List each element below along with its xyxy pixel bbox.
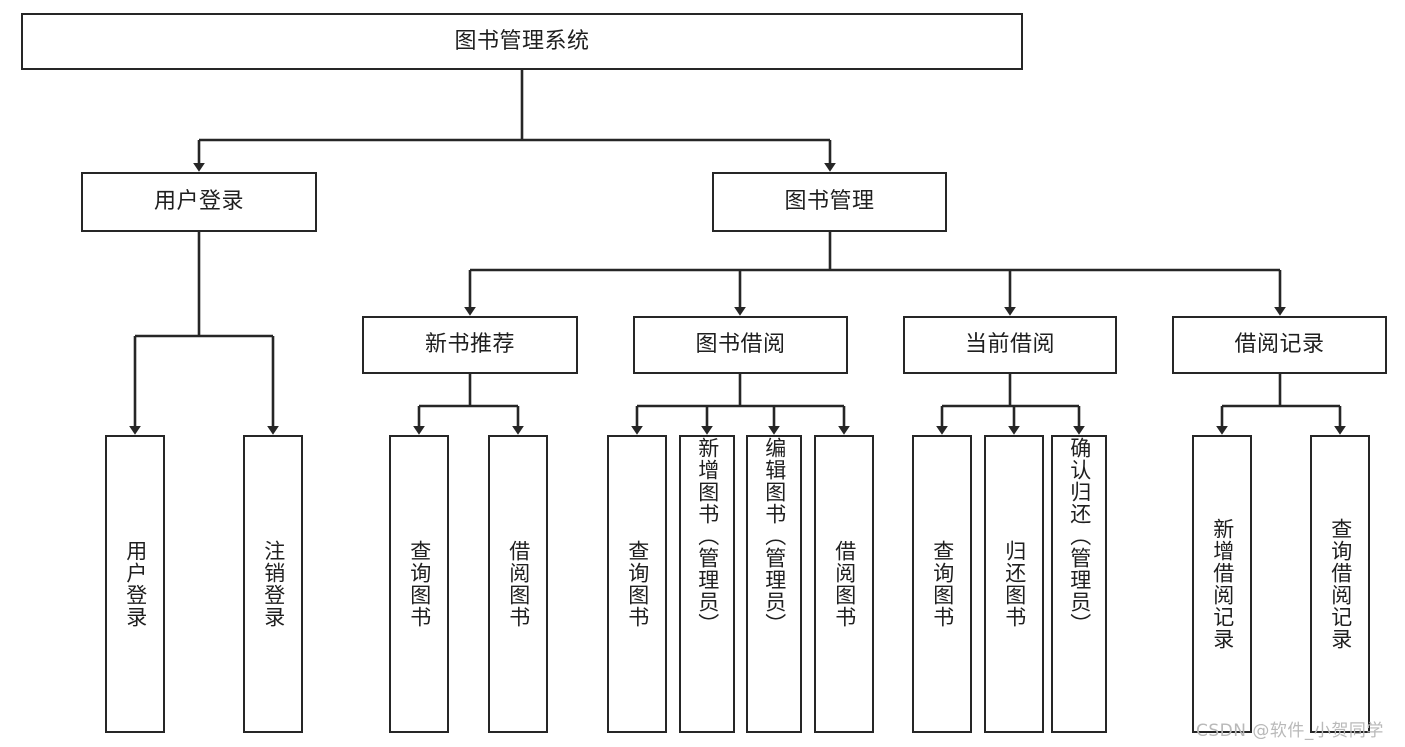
node-leaf-borrow-book-1[interactable]: 借阅图书 bbox=[488, 435, 548, 733]
node-leaf-add-book-label: 新增图书（管理员） bbox=[695, 437, 720, 635]
node-leaf-query-book-1-label: 查询图书 bbox=[407, 540, 432, 628]
node-book-manage-label: 图书管理 bbox=[784, 189, 875, 215]
node-leaf-query-book-3[interactable]: 查询图书 bbox=[912, 435, 972, 733]
node-root[interactable]: 图书管理系统 bbox=[21, 13, 1023, 70]
node-user-login-label: 用户登录 bbox=[153, 189, 244, 215]
node-leaf-query-book-1[interactable]: 查询图书 bbox=[389, 435, 449, 733]
node-new-book-rec[interactable]: 新书推荐 bbox=[362, 316, 578, 374]
node-book-borrow-label: 图书借阅 bbox=[695, 332, 786, 358]
csdn-watermark: CSDN @软件_小贺同学 bbox=[1196, 721, 1384, 741]
node-leaf-edit-book[interactable]: 编辑图书（管理员） bbox=[746, 435, 802, 733]
node-book-borrow[interactable]: 图书借阅 bbox=[633, 316, 848, 374]
node-book-manage[interactable]: 图书管理 bbox=[712, 172, 947, 232]
node-user-login[interactable]: 用户登录 bbox=[81, 172, 317, 232]
node-leaf-add-record[interactable]: 新增借阅记录 bbox=[1192, 435, 1252, 733]
node-leaf-confirm-return-label: 确认归还（管理员） bbox=[1067, 437, 1092, 635]
node-leaf-add-book[interactable]: 新增图书（管理员） bbox=[679, 435, 735, 733]
node-new-book-rec-label: 新书推荐 bbox=[424, 332, 515, 358]
node-leaf-borrow-book-1-label: 借阅图书 bbox=[506, 540, 531, 628]
node-leaf-query-book-2[interactable]: 查询图书 bbox=[607, 435, 667, 733]
node-leaf-user-login-label: 用户登录 bbox=[123, 540, 148, 628]
node-leaf-confirm-return[interactable]: 确认归还（管理员） bbox=[1051, 435, 1107, 733]
node-leaf-edit-book-label: 编辑图书（管理员） bbox=[762, 437, 787, 635]
node-leaf-user-logout-label: 注销登录 bbox=[261, 540, 286, 628]
node-leaf-query-record[interactable]: 查询借阅记录 bbox=[1310, 435, 1370, 733]
node-leaf-user-login[interactable]: 用户登录 bbox=[105, 435, 165, 733]
node-current-borrow[interactable]: 当前借阅 bbox=[903, 316, 1117, 374]
node-root-label: 图书管理系统 bbox=[454, 28, 590, 54]
node-leaf-query-book-2-label: 查询图书 bbox=[625, 540, 650, 628]
node-leaf-borrow-book-2[interactable]: 借阅图书 bbox=[814, 435, 874, 733]
node-leaf-user-logout[interactable]: 注销登录 bbox=[243, 435, 303, 733]
node-borrow-record[interactable]: 借阅记录 bbox=[1172, 316, 1387, 374]
node-leaf-return-book[interactable]: 归还图书 bbox=[984, 435, 1044, 733]
node-leaf-query-book-3-label: 查询图书 bbox=[930, 540, 955, 628]
node-current-borrow-label: 当前借阅 bbox=[964, 332, 1055, 358]
node-leaf-return-book-label: 归还图书 bbox=[1002, 540, 1027, 628]
node-leaf-borrow-book-2-label: 借阅图书 bbox=[832, 540, 857, 628]
node-leaf-add-record-label: 新增借阅记录 bbox=[1210, 518, 1235, 650]
node-leaf-query-record-label: 查询借阅记录 bbox=[1328, 518, 1353, 650]
node-borrow-record-label: 借阅记录 bbox=[1234, 332, 1325, 358]
